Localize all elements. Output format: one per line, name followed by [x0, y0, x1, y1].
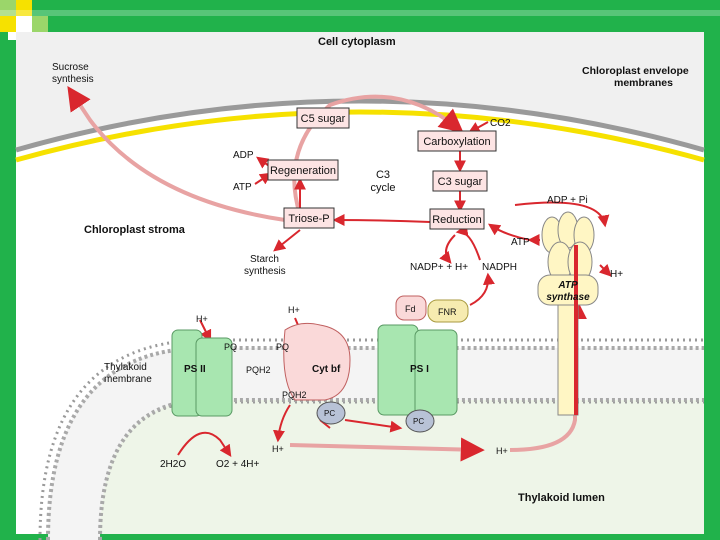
regeneration-box: Regeneration: [267, 159, 339, 181]
calvin-cycle-arc-bottom: [332, 214, 431, 227]
lumen-label: Thylakoid lumen: [518, 492, 605, 504]
deco-square: [0, 16, 16, 32]
lumen-h-arrow: [289, 437, 485, 462]
h-plus-ps2: H+: [196, 314, 208, 324]
nadph-label: NADPH: [482, 262, 517, 273]
photosystem-i: [377, 324, 458, 416]
starch-arrow: [273, 229, 301, 252]
c3-sugar-label: C3 sugar: [438, 176, 483, 188]
adp-pi-label: ADP + Pi: [547, 195, 588, 206]
reduction-label: Reduction: [432, 214, 482, 226]
cycle-center-line1: C3: [376, 169, 390, 181]
cyt-bf-label: Cyt bf: [312, 364, 341, 375]
fnr-nadph-arrow: [469, 272, 495, 306]
deco-square: [8, 32, 16, 40]
h-plus-lumen-2: H+: [496, 446, 508, 456]
h-plus-lumen-1: H+: [272, 444, 284, 454]
oxygen-label: O2 + 4H+: [216, 459, 260, 470]
c5-sugar-label: C5 sugar: [301, 113, 346, 125]
pq-label-1: PQ: [224, 342, 237, 352]
nadph-arrow: [455, 224, 481, 261]
adp-synthase-arrow: [514, 201, 610, 228]
ps2-label: PS II: [184, 364, 206, 375]
sucrose-line1: Sucrose: [52, 62, 89, 73]
nadp-arrow: [439, 234, 456, 264]
triose-p-label: Triose-P: [288, 213, 329, 225]
carboxylation-label: Carboxylation: [423, 136, 490, 148]
cytbf-lumen-h-arrow: [272, 404, 291, 443]
envelope-label-line2: membranes: [614, 77, 673, 89]
fnr-label: FNR: [438, 307, 457, 317]
membrane-label-line2: membrane: [104, 374, 152, 385]
fnr-enzyme: [427, 299, 469, 323]
pq-label-2: PQ: [276, 342, 289, 352]
starch-line1: Starch: [250, 254, 279, 265]
deco-square: [16, 0, 32, 16]
nadp-label: NADP+ + H+: [410, 262, 468, 273]
h-plus-label-synthase: H+: [610, 269, 623, 280]
deco-square: [32, 16, 48, 32]
membrane-label-line1: Thylakoid: [104, 362, 147, 373]
synthase-h-arrow: [598, 263, 612, 277]
lumen-region: [60, 395, 704, 540]
title-bar-line: [0, 10, 720, 16]
outer-envelope: [15, 98, 705, 153]
atp-label: ATP: [233, 182, 252, 193]
stroma-label: Chloroplast stroma: [84, 224, 186, 236]
c5-sugar-box: C5 sugar: [296, 107, 350, 129]
pc-label-2: PC: [413, 417, 424, 426]
envelope-label-line1: Chloroplast envelope: [582, 65, 689, 77]
cytoplasm-region: [16, 32, 704, 148]
cytoplasm-label: Cell cytoplasm: [318, 36, 396, 48]
ps1-label: PS I: [410, 364, 429, 375]
lumen-h-synthase-path: [509, 295, 587, 452]
co2-arrow: [467, 121, 489, 134]
inner-envelope: [15, 109, 705, 163]
plastocyanin-cytbf: [316, 401, 346, 425]
atp-synthase-label-line1: ATP: [557, 280, 578, 291]
c3-sugar-box: C3 sugar: [432, 170, 488, 192]
pc-flow-arrow: [344, 419, 403, 433]
pqh2-label-2: PQH2: [282, 390, 307, 400]
photosystem-ii: [171, 329, 233, 417]
starch-line2: synthesis: [244, 266, 286, 277]
cytochrome-bf: [283, 322, 351, 401]
sucrose-arrow: [67, 86, 286, 222]
reduction-box: Reduction: [429, 208, 485, 230]
atp-synth-label: ATP: [511, 237, 530, 248]
atp-synthase-label-line2: synthase: [546, 292, 590, 303]
atp-synthase: [537, 211, 599, 416]
carboxylation-box: Carboxylation: [417, 130, 497, 152]
adp-label: ADP: [233, 150, 254, 161]
plastocyanin-ps1: [405, 409, 435, 433]
sucrose-line2: synthesis: [52, 74, 94, 85]
triose-p-box: Triose-P: [283, 207, 335, 229]
fd-label: Fd: [405, 304, 416, 314]
h-plus-cytbf: H+: [288, 305, 300, 315]
pc-label-1: PC: [324, 409, 335, 418]
co2-label: CO2: [490, 118, 511, 129]
deco-square: [16, 16, 32, 32]
water-label: 2H2O: [160, 459, 186, 470]
regeneration-label: Regeneration: [270, 165, 336, 177]
ferredoxin: [395, 295, 427, 321]
water-split-arrow: [177, 431, 232, 457]
ps2-h-arrow: [199, 319, 212, 343]
deco-square: [0, 0, 16, 16]
atp-reduction-arrow: [488, 223, 531, 241]
pqh2-label-1: PQH2: [246, 365, 271, 375]
cycle-center-line2: cycle: [370, 182, 395, 194]
